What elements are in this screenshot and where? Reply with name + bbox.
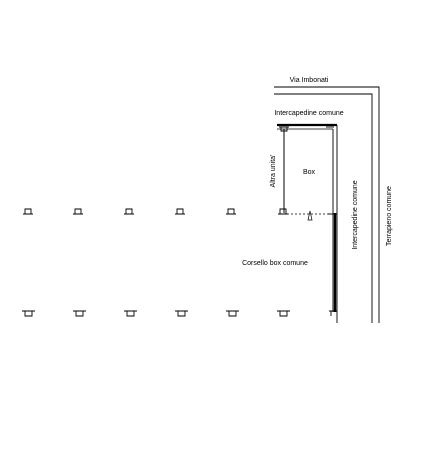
driveway-label: Corsello box comune bbox=[242, 260, 308, 267]
pillar bbox=[22, 310, 35, 317]
pillar bbox=[73, 310, 86, 317]
pillar bbox=[124, 208, 134, 215]
pillar-row-top bbox=[23, 208, 337, 215]
pillar bbox=[278, 208, 288, 215]
other-unit-label: Altra unita' bbox=[270, 155, 277, 188]
pillar bbox=[73, 208, 83, 215]
outer-boundary-line bbox=[274, 86, 380, 323]
street-label: Via Imbonati bbox=[290, 77, 329, 84]
pillar bbox=[175, 310, 188, 317]
cavity-top-label: Intercapedine comune bbox=[274, 110, 343, 117]
pillar bbox=[124, 310, 137, 317]
pillar bbox=[23, 208, 33, 215]
pillar bbox=[226, 208, 236, 215]
inner-boundary-line bbox=[274, 93, 373, 323]
pillar bbox=[329, 310, 337, 316]
pillar-row-bottom bbox=[22, 310, 337, 317]
pillar bbox=[277, 310, 290, 317]
pillar bbox=[226, 310, 239, 317]
pillar-box-top-left bbox=[279, 126, 289, 132]
opening-marker bbox=[307, 210, 313, 221]
pillar bbox=[175, 208, 185, 215]
embankment-label: Terrapieno comune bbox=[386, 186, 393, 246]
box-label: Box bbox=[303, 169, 316, 176]
cavity-side-label: Intercapedine comune bbox=[352, 180, 359, 249]
